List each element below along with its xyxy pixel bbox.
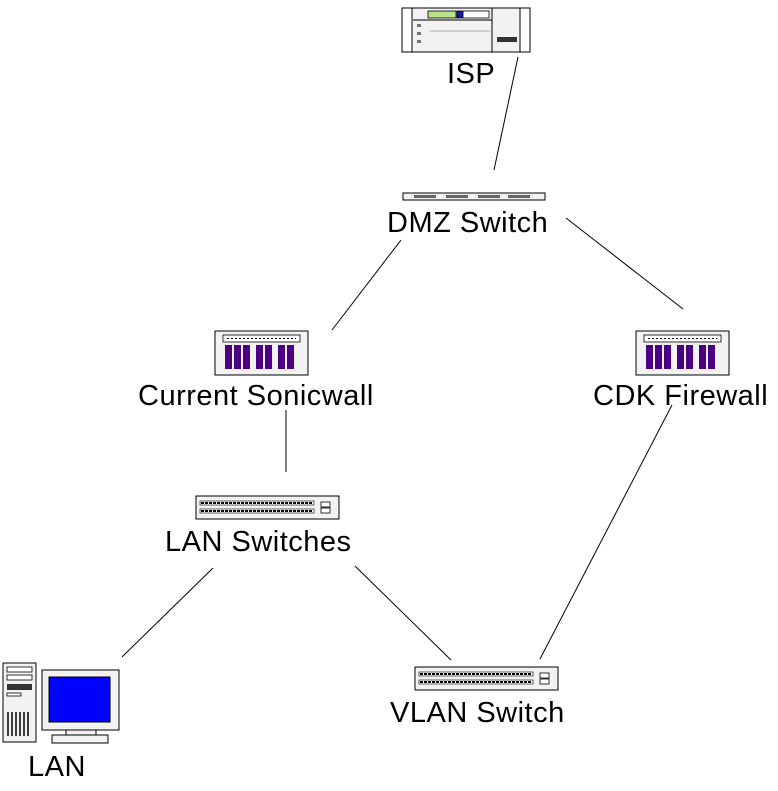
node-label-dmz-switch: DMZ Switch [387,207,549,239]
node-label-lan-switches: LAN Switches [165,526,352,558]
monitor-icon [41,669,120,744]
connection-lines [121,56,684,661]
node-label-vlan-switch: VLAN Switch [390,697,565,729]
node-label-isp: ISP [447,58,496,90]
node-label-current-sonicwall: Current Sonicwall [138,380,374,412]
firewall-icon [635,330,730,376]
tower-icon [2,662,37,743]
link-dmz-switch-cdk-firewall [565,217,684,310]
workstation-icon [2,662,120,744]
link-cdk-firewall-vlan-switch [539,404,673,660]
node-label-cdk-firewall: CDK Firewall [593,380,769,412]
firewall-icon [214,330,309,376]
link-lan-switches-vlan-switch [354,565,452,661]
switch-icon [414,666,559,691]
link-dmz-switch-current-sonicwall [331,239,402,331]
node-label-lan: LAN [28,751,86,783]
switch-icon [195,495,340,520]
switch-icon [402,192,546,201]
rack-server-icon [401,7,531,53]
link-lan-switches-lan [121,567,214,658]
link-isp-dmz-switch [493,56,519,171]
